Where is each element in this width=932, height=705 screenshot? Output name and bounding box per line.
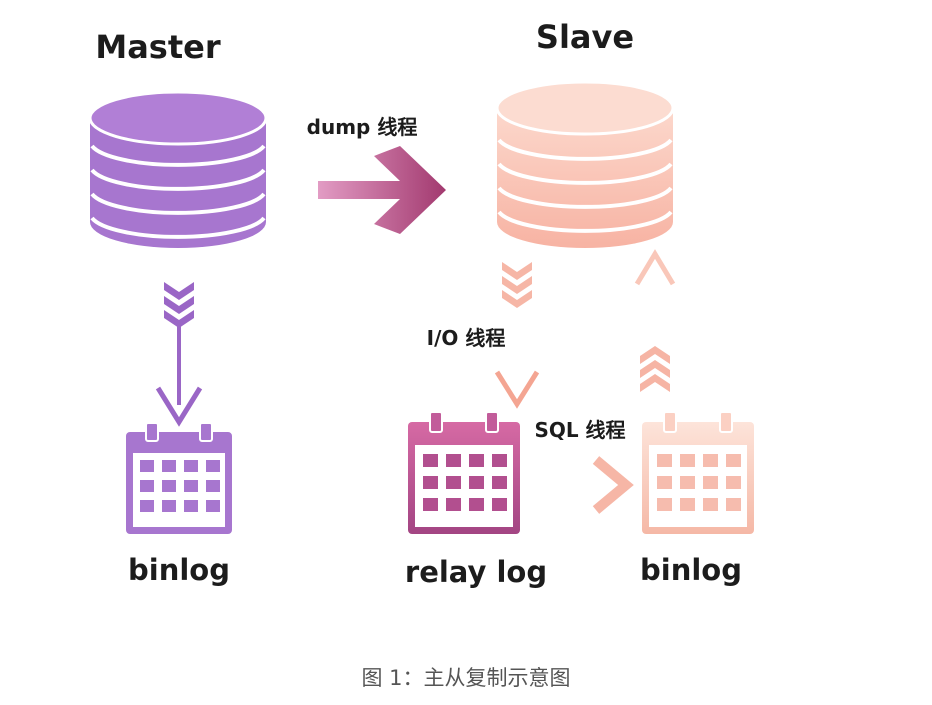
sql-thread-label: SQL 线程 bbox=[534, 418, 625, 442]
master-label: Master bbox=[95, 28, 220, 66]
slave-binlog-calendar-icon bbox=[642, 411, 754, 534]
io-arrow-icon bbox=[494, 262, 540, 409]
sql-arrow-icon bbox=[545, 456, 634, 514]
relay-log-label: relay log bbox=[405, 555, 547, 589]
slave-binlog-up-arrow-icon bbox=[634, 249, 676, 392]
relay-log-calendar-icon bbox=[408, 411, 520, 534]
master-to-binlog-arrow-icon bbox=[155, 282, 203, 427]
slave-database-icon bbox=[495, 80, 675, 248]
io-thread-label: I/O 线程 bbox=[427, 326, 506, 350]
slave-binlog-label: binlog bbox=[640, 553, 742, 587]
master-database-icon bbox=[88, 90, 268, 248]
dump-arrow-icon bbox=[318, 146, 446, 234]
master-binlog-label: binlog bbox=[128, 553, 230, 587]
dump-thread-label: dump 线程 bbox=[307, 115, 418, 139]
slave-label: Slave bbox=[536, 18, 634, 56]
master-binlog-calendar-icon bbox=[126, 422, 232, 534]
figure-caption: 图 1：主从复制示意图 bbox=[361, 666, 571, 690]
